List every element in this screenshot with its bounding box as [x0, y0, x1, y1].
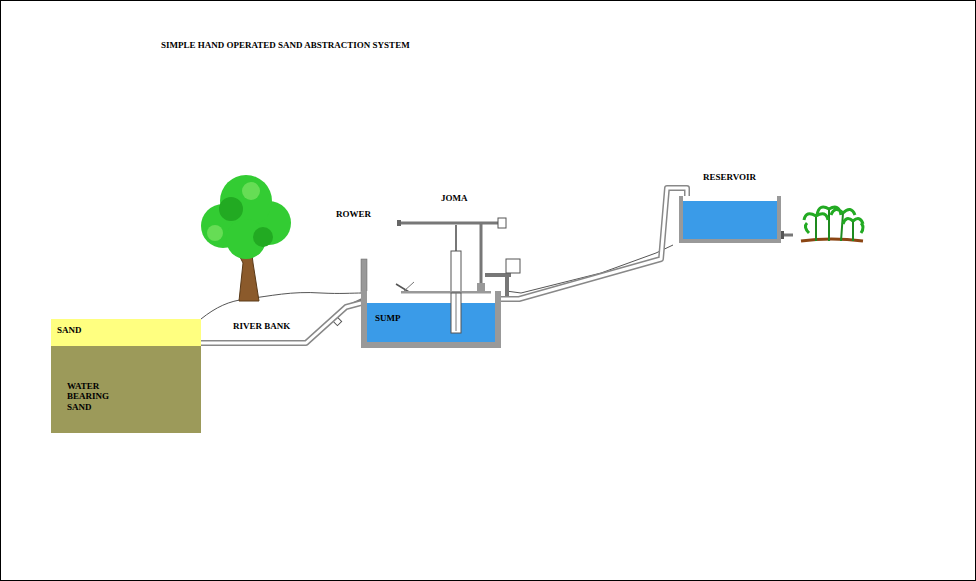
water-bearing-sand-layer: WATER BEARING SAND: [51, 346, 201, 433]
part-label: RIVER BANK: [233, 321, 290, 331]
node-label: SUMP: [375, 313, 401, 323]
joma-pump: [397, 218, 520, 299]
diagram-title: SIMPLE HAND OPERATED SAND ABSTRACTION SY…: [161, 40, 410, 50]
part-label: ROWER: [336, 209, 371, 219]
sand-layer: SAND: [51, 319, 201, 346]
node-label: SAND: [57, 325, 82, 335]
sump-tank: SUMP: [361, 291, 501, 348]
tree: [201, 175, 291, 301]
node-label: RESERVOIR: [703, 172, 756, 182]
reservoir-tank: RESERVOIR: [679, 196, 781, 243]
part-label: JOMA: [441, 193, 468, 203]
node-label: WATER BEARING SAND: [67, 381, 119, 412]
pipe: [501, 188, 687, 299]
plants: [801, 207, 863, 241]
ground-line: [506, 245, 673, 293]
sump-wall: [361, 259, 367, 293]
